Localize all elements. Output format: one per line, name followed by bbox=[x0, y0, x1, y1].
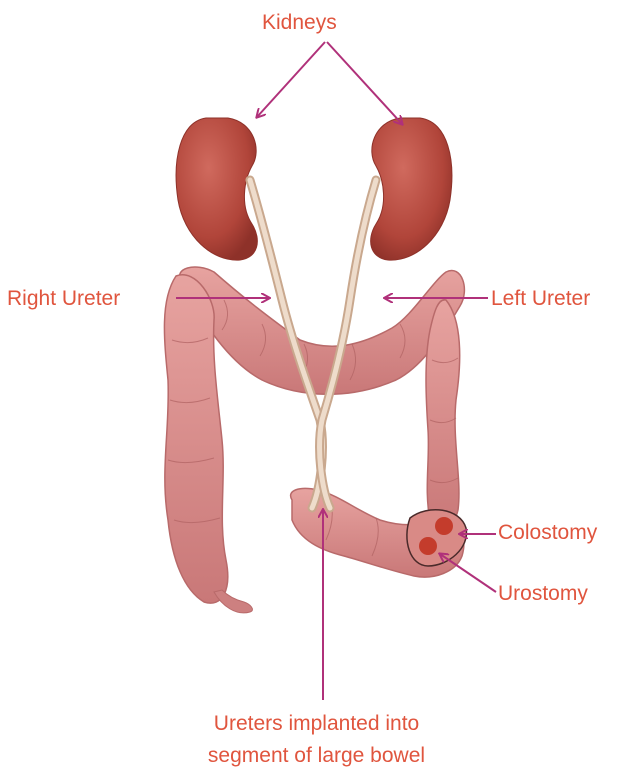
left-ureter-label: Left Ureter bbox=[491, 288, 590, 309]
colostomy-label: Colostomy bbox=[498, 522, 597, 543]
kidneys-label: Kidneys bbox=[262, 12, 337, 33]
implant-caption-line2: segment of large bowel bbox=[0, 740, 633, 772]
left-kidney bbox=[371, 118, 452, 260]
right-ureter-label: Right Ureter bbox=[7, 288, 120, 309]
implant-caption: Ureters implanted into segment of large … bbox=[0, 708, 633, 772]
urostomy-label: Urostomy bbox=[498, 583, 588, 604]
right-kidney bbox=[176, 118, 257, 260]
urostomy-arrow bbox=[440, 554, 496, 592]
kidneys-arrow-left bbox=[327, 42, 402, 124]
urostomy-stoma bbox=[419, 537, 437, 555]
colostomy-stoma bbox=[435, 517, 453, 535]
kidneys-arrow-right bbox=[257, 42, 325, 117]
implant-caption-line1: Ureters implanted into bbox=[0, 708, 633, 740]
